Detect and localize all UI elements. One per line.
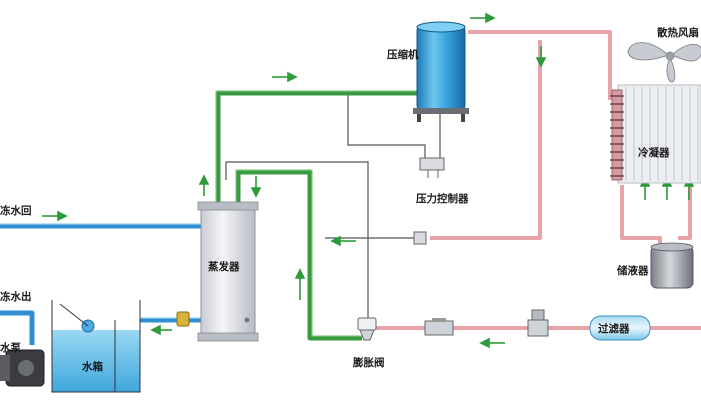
chilled-water-return-label: 冻水回 [0,204,32,217]
chilled-water-out-line [0,310,35,345]
arrow-right-icon [272,71,298,83]
arrow-right-icon [42,210,68,222]
water-tank-label: 水箱 [81,360,103,373]
evaporator [197,201,259,342]
expansion-to-evap-line [235,169,362,341]
pressure-controller [419,157,445,178]
condenser-to-receiver-line [620,185,662,250]
chilled-water-out-label: 冻水出 [0,290,32,303]
receiver [650,242,694,289]
discharge-line [468,30,612,100]
fan-label: 散热风扇 [657,26,699,39]
pump [0,349,45,387]
receiver-label: 储液器 [617,264,649,277]
condenser-label: 冷凝器 [638,146,670,159]
arrow-right-icon [470,12,496,24]
valve-fitting [413,231,427,245]
condenser [610,84,701,184]
suction-lines [215,90,418,341]
arrow-down-icon [535,46,547,68]
arrow-up-icon [294,268,306,300]
arrow-left-icon [479,337,505,349]
sight-glass [424,318,454,336]
pump-label: 水泵 [0,341,21,354]
compressor-label: 压缩机 [387,48,419,61]
pressure-branch-line [430,40,542,240]
pressure-controller-label: 压力控制器 [416,192,469,205]
solenoid-valve [527,309,549,337]
expansion-valve [357,317,377,341]
water-tank [51,300,141,393]
arrow-left-icon [330,235,356,247]
water-lines [0,223,205,345]
arrow-left-icon [150,324,172,336]
filter [589,315,651,341]
arrow-up-icon [198,174,210,196]
fan-icon [627,42,701,83]
filter-label: 过滤器 [598,322,630,335]
expansion-valve-label: 膨胀阀 [353,356,385,369]
water-fitting [176,311,190,327]
suction-line [215,90,418,205]
arrow-down-icon [250,176,262,198]
condenser-return-line [678,185,692,240]
evaporator-label: 蒸发器 [208,260,240,273]
compressor [413,21,469,122]
